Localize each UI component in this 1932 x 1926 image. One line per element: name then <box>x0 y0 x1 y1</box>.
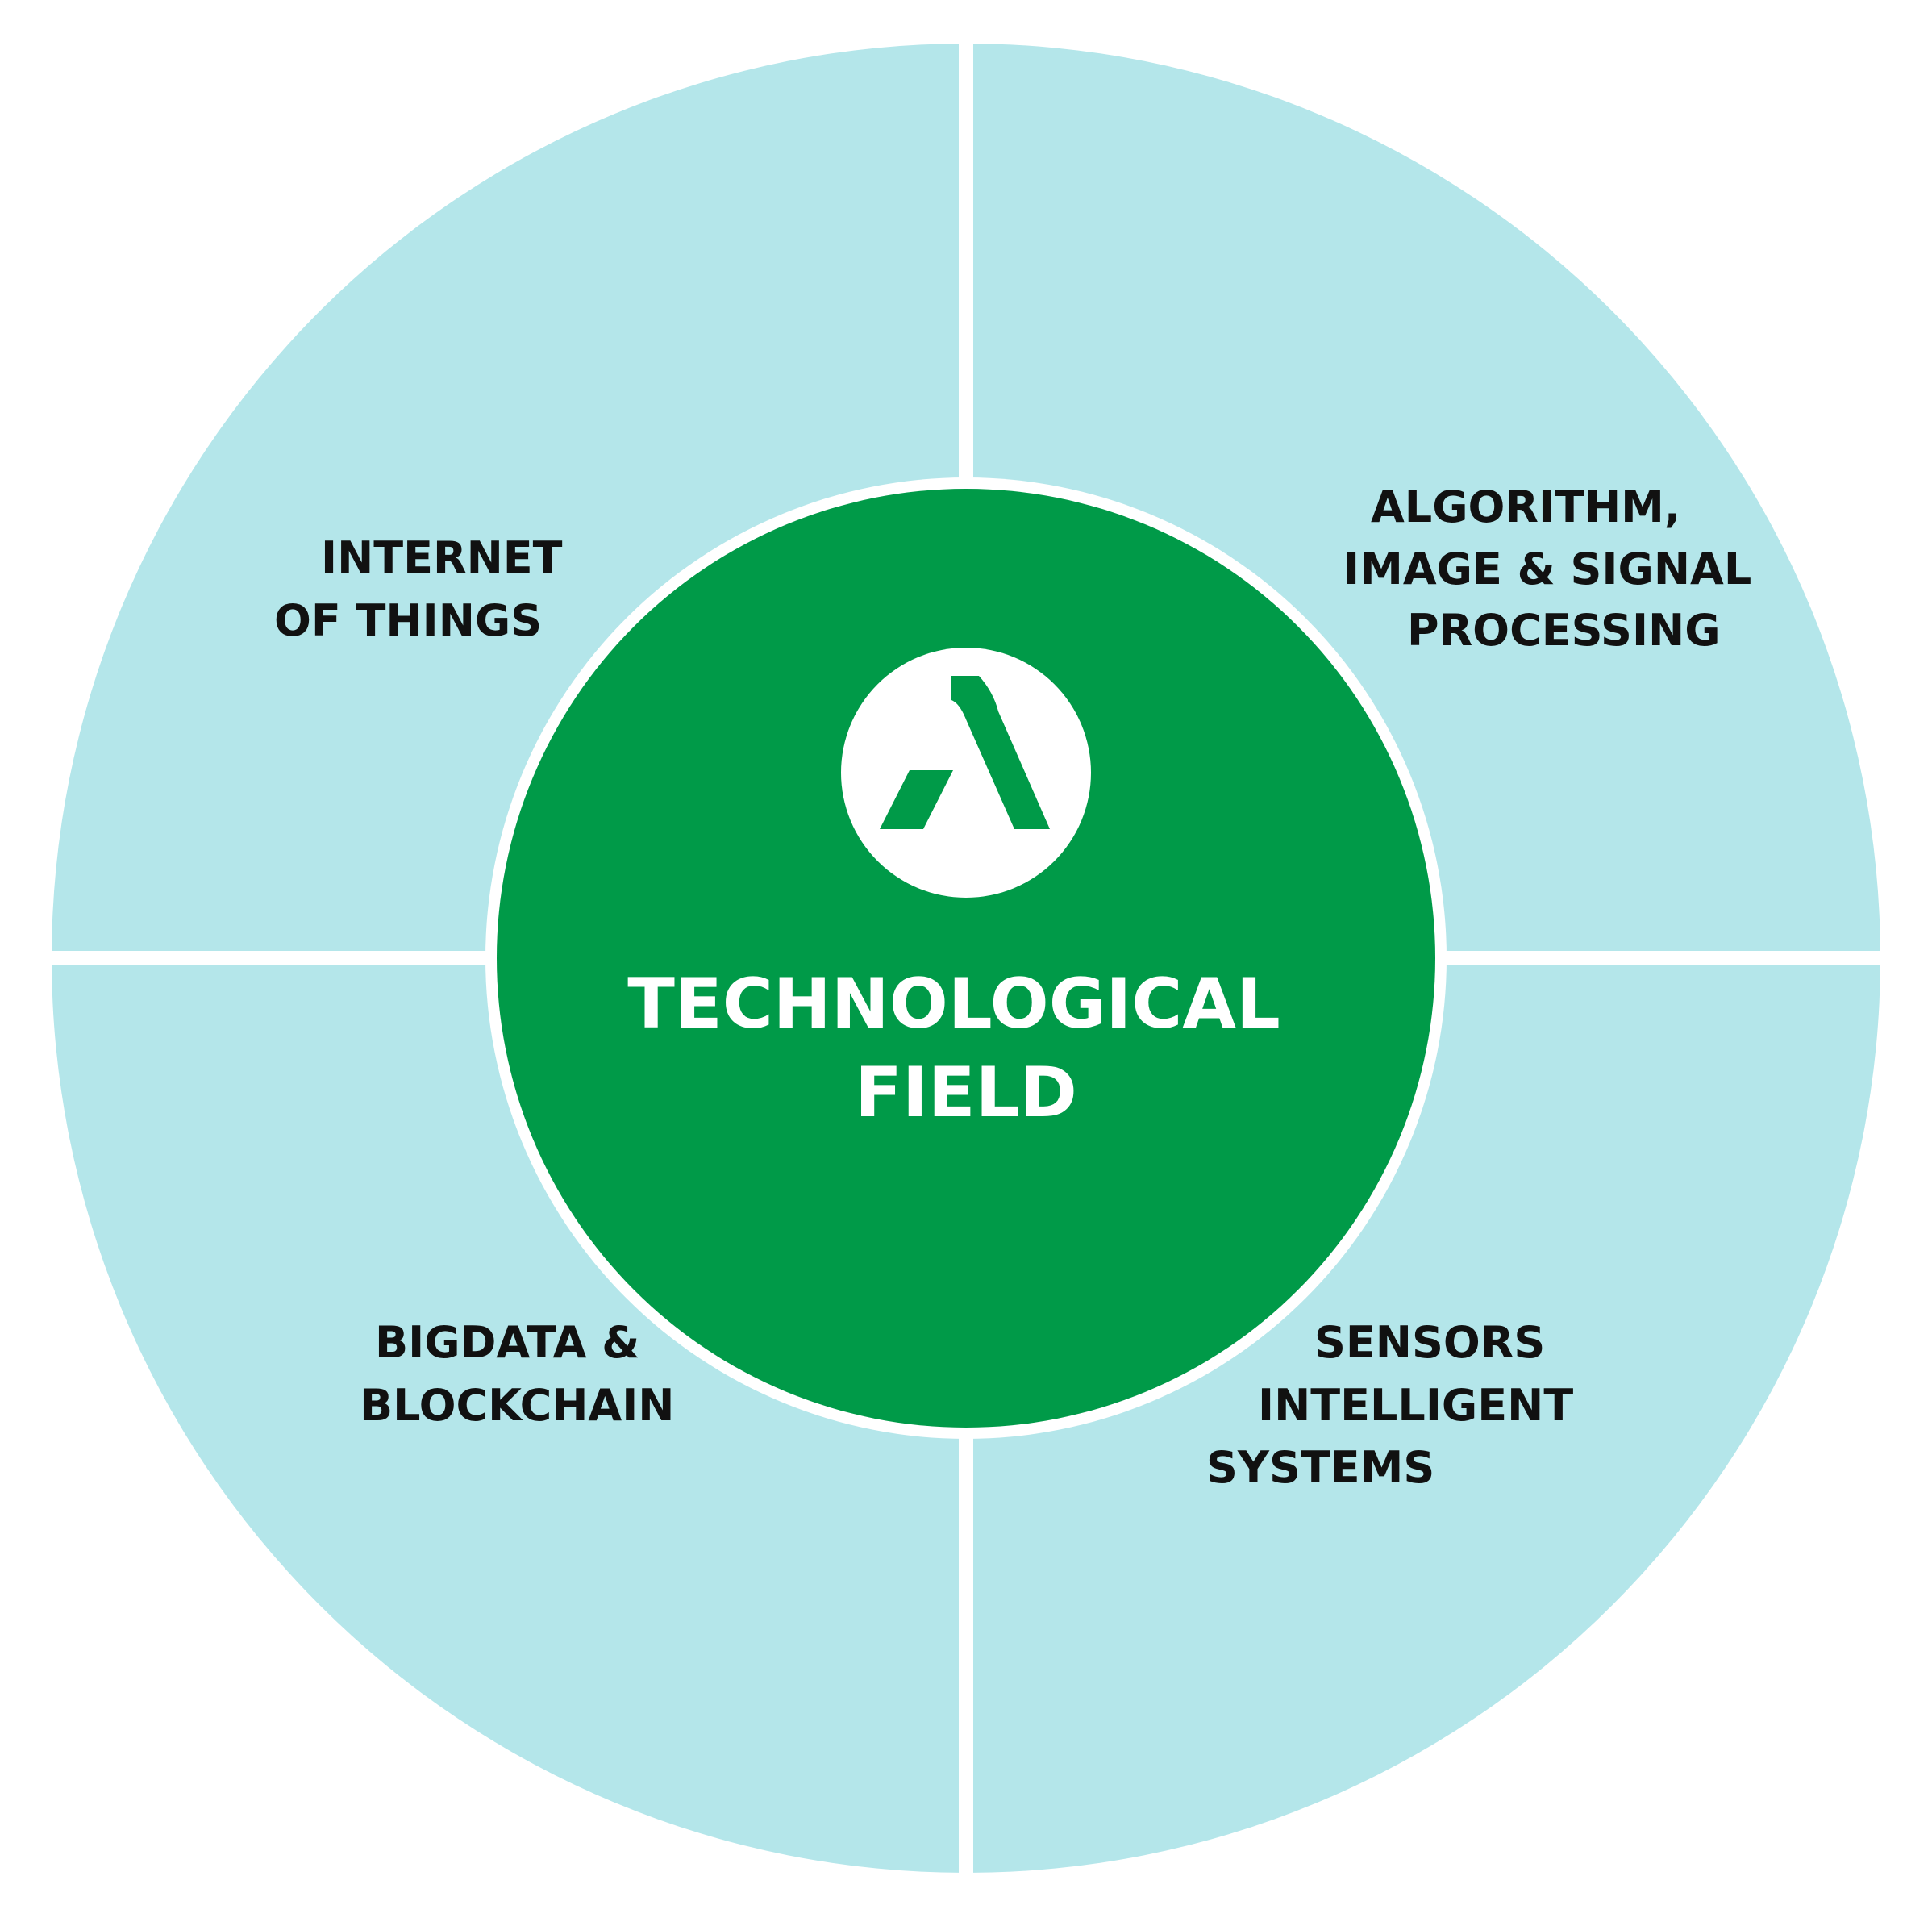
stylized-a-logo-icon <box>880 676 1050 829</box>
center-title-line-1: TECHNOLOGICAL <box>627 964 1280 1044</box>
label-bigdata-blockchain: BIGDATA & BLOCKCHAIN <box>360 1317 675 1431</box>
label-line: BLOCKCHAIN <box>360 1380 675 1431</box>
center-title-line-2: FIELD <box>855 1053 1077 1133</box>
center-hub: TECHNOLOGICAL FIELD <box>485 477 1447 1439</box>
label-line: IMAGE & SIGNAL <box>1343 544 1751 594</box>
label-line: OF THINGS <box>274 595 542 646</box>
center-circle <box>497 489 1435 1428</box>
label-line: SENSORS <box>1314 1317 1545 1368</box>
label-line: PROCESSING <box>1407 605 1721 656</box>
label-line: INTELLIGENT <box>1258 1380 1573 1431</box>
center-title: TECHNOLOGICAL FIELD <box>627 964 1304 1133</box>
label-sensors-intelligent-systems: SENSORS INTELLIGENT SYSTEMS <box>1206 1317 1588 1493</box>
label-line: ALGORITHM, <box>1371 482 1680 532</box>
logo-circle <box>841 648 1091 898</box>
label-line: INTERNET <box>321 532 563 583</box>
label-line: SYSTEMS <box>1206 1442 1434 1493</box>
logo <box>841 648 1091 898</box>
label-internet-of-things: INTERNET OF THINGS <box>274 532 577 646</box>
label-algorithm-image-signal-processing: ALGORITHM, IMAGE & SIGNAL PROCESSING <box>1343 482 1767 656</box>
label-line: BIGDATA & <box>375 1317 639 1368</box>
